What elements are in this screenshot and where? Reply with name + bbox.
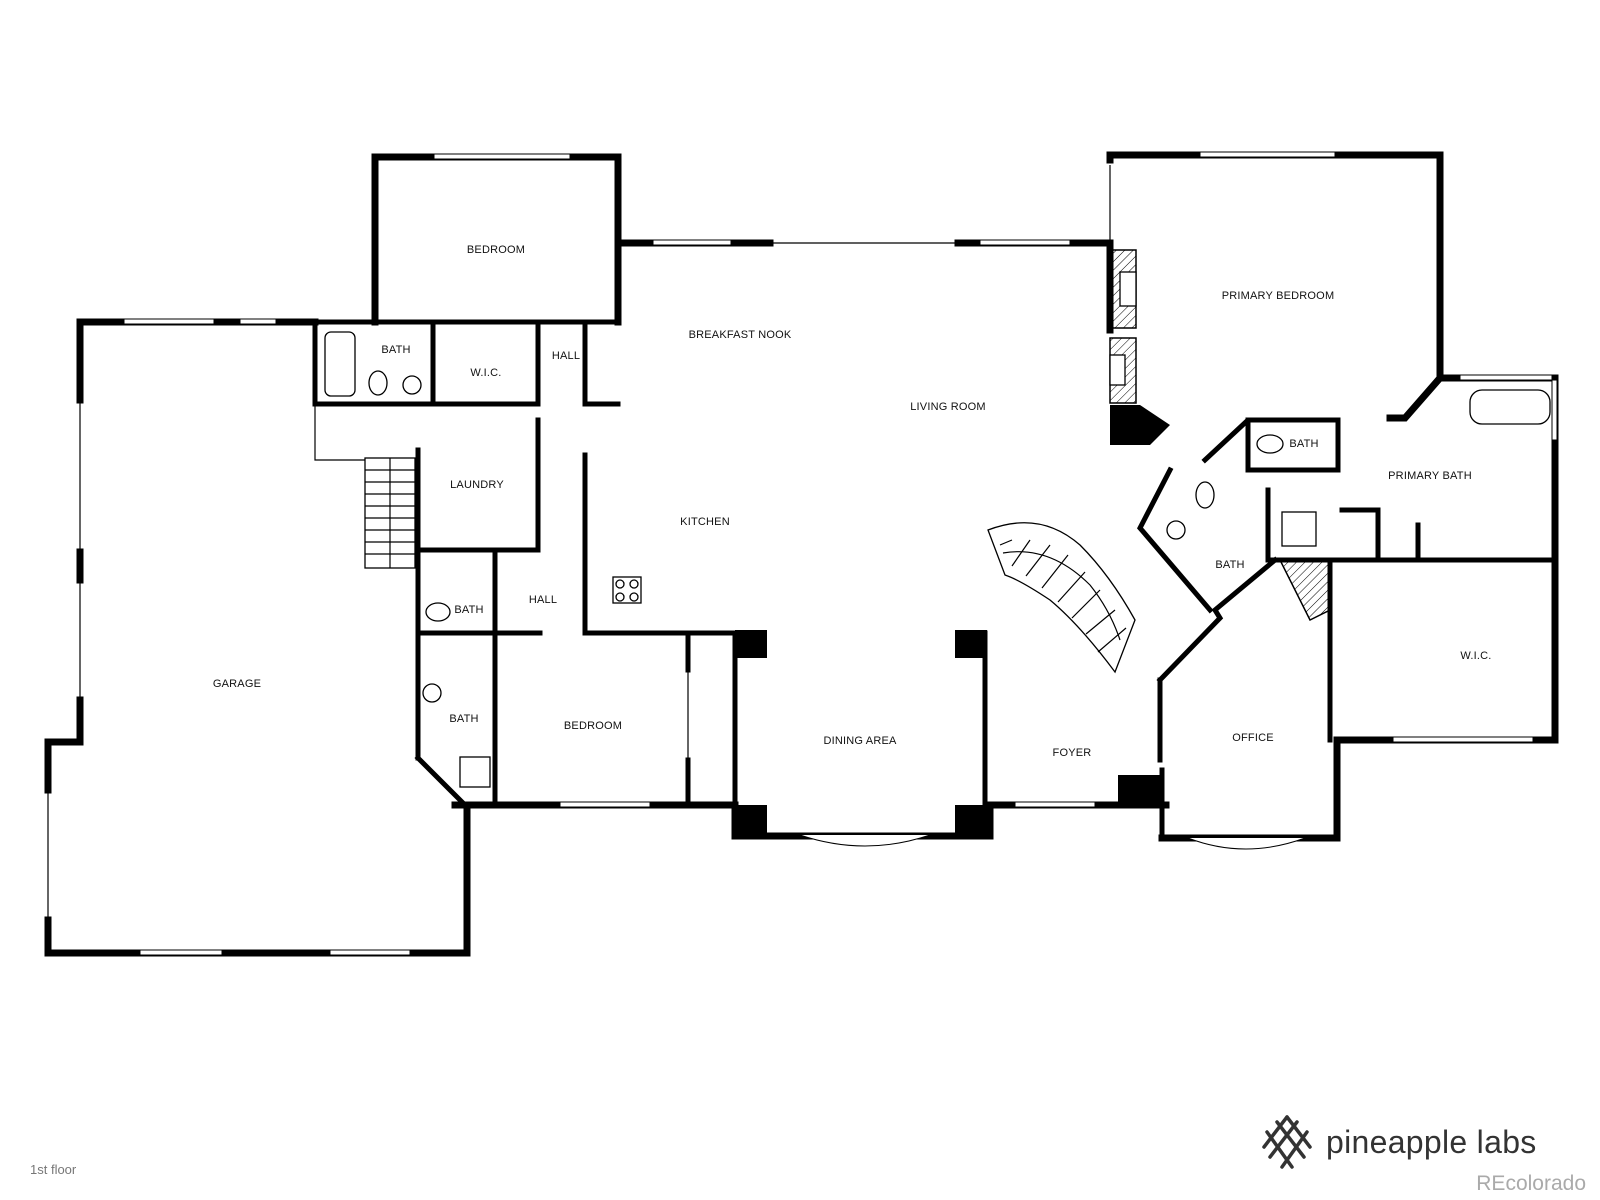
shower-icon bbox=[1281, 511, 1317, 547]
room-label-bath-half: BATH bbox=[454, 604, 484, 616]
pineapple-lattice-icon bbox=[1262, 1115, 1312, 1169]
toilet-icon bbox=[425, 602, 451, 622]
toilet-icon bbox=[368, 370, 388, 396]
room-label-office: OFFICE bbox=[1232, 732, 1274, 744]
stairs-curved bbox=[987, 522, 1136, 674]
fireplace bbox=[1109, 249, 1137, 404]
room-label-kitchen: KITCHEN bbox=[680, 516, 730, 528]
brand-name: pineapple labs bbox=[1326, 1123, 1537, 1160]
room-label-bedroom-lower: BEDROOM bbox=[563, 720, 623, 732]
bathtub-icon bbox=[1469, 389, 1551, 425]
room-label-laundry: LAUNDRY bbox=[450, 479, 504, 491]
room-label-bedroom-top: BEDROOM bbox=[466, 244, 526, 256]
watermark: REcolorado bbox=[1476, 1172, 1586, 1195]
toilet-icon bbox=[1256, 434, 1284, 454]
sink-icon bbox=[1166, 520, 1186, 540]
room-label-breakfast-nook: BREAKFAST NOOK bbox=[688, 329, 792, 341]
pillars bbox=[733, 405, 1170, 838]
room-label-bath-lower-left: BATH bbox=[449, 713, 479, 725]
toilet-icon bbox=[1195, 481, 1215, 509]
room-label-wic-right: W.I.C. bbox=[1460, 650, 1492, 662]
stairs-garage bbox=[314, 404, 416, 569]
windows bbox=[47, 151, 1558, 956]
sink-icon bbox=[422, 683, 442, 703]
room-label-dining-area: DINING AREA bbox=[823, 735, 897, 747]
brand-logo: pineapple labs bbox=[1262, 1112, 1537, 1172]
room-label-hall-upper: HALL bbox=[551, 350, 581, 362]
fixtures bbox=[324, 331, 1551, 788]
floor-label: 1st floor bbox=[30, 1162, 77, 1177]
room-label-bath-center: BATH bbox=[1215, 559, 1245, 571]
room-label-garage: GARAGE bbox=[212, 678, 262, 690]
exterior-walls bbox=[44, 151, 1559, 957]
interior-walls bbox=[312, 319, 1558, 841]
room-label-primary-bedroom: PRIMARY BEDROOM bbox=[1221, 290, 1335, 302]
shower-icon bbox=[459, 756, 491, 788]
room-label-bath-upper-left: BATH bbox=[381, 344, 411, 356]
room-label-bath-primary-wc: BATH bbox=[1289, 438, 1319, 450]
room-label-hall-lower: HALL bbox=[528, 594, 558, 606]
room-label-primary-bath: PRIMARY BATH bbox=[1388, 470, 1472, 482]
room-label-foyer: FOYER bbox=[1052, 747, 1092, 759]
room-label-living-room: LIVING ROOM bbox=[910, 401, 986, 413]
room-label-wic-left: W.I.C. bbox=[470, 367, 502, 379]
sink-icon bbox=[402, 375, 422, 395]
bathtub-icon bbox=[324, 331, 356, 397]
